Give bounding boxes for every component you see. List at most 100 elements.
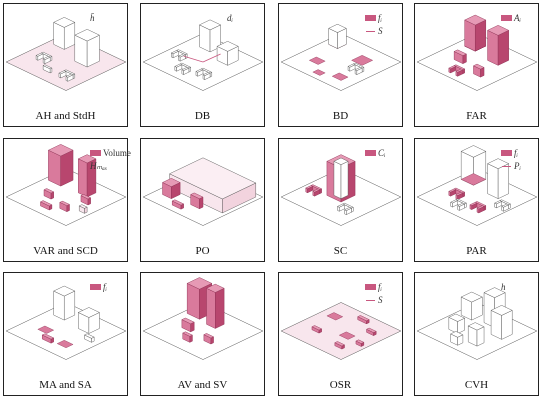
block-top — [39, 200, 53, 207]
building-block — [42, 64, 53, 74]
building-block — [357, 315, 370, 325]
legend-label: h — [501, 282, 506, 292]
block-top — [333, 157, 349, 165]
block-face — [48, 149, 61, 187]
building-block — [453, 49, 467, 65]
block-top — [457, 202, 466, 207]
legend-label: S — [378, 295, 383, 305]
block-face — [497, 163, 509, 200]
panel-diagram — [416, 287, 538, 360]
distance-line — [202, 53, 221, 63]
building-wall — [35, 52, 44, 61]
ground-plane — [416, 302, 538, 360]
tower — [186, 277, 213, 320]
block-top — [448, 313, 466, 322]
panel-diagram — [5, 17, 127, 91]
footprint — [37, 325, 55, 334]
block-top — [483, 287, 506, 298]
legend-label: fᵢ — [378, 13, 382, 23]
block-top — [343, 207, 353, 211]
tower — [487, 158, 510, 200]
footprint — [338, 331, 356, 340]
footprint — [331, 72, 349, 81]
panel-caption: CVH — [464, 379, 489, 391]
block-top — [186, 277, 213, 290]
block-face — [475, 19, 487, 52]
ground-plane — [280, 168, 402, 226]
block-top — [65, 73, 74, 78]
tower — [328, 23, 347, 49]
block-top — [460, 291, 483, 303]
block-top — [365, 327, 377, 333]
ground-plane — [5, 168, 127, 226]
legend-line — [366, 300, 375, 301]
floor-stack — [487, 25, 510, 66]
legend-label: fᵢ — [514, 148, 518, 158]
block-top — [453, 49, 467, 56]
block-top — [202, 72, 211, 76]
panel-caption: SC — [333, 245, 348, 257]
building-block — [355, 339, 365, 347]
ground-plane — [142, 33, 264, 91]
tower — [216, 41, 239, 66]
building-block — [311, 325, 323, 334]
panel-diagram — [142, 157, 264, 226]
block-top — [203, 333, 215, 339]
block-top — [347, 63, 356, 68]
block-top — [455, 68, 464, 73]
block-face — [206, 287, 216, 329]
block-top — [476, 205, 485, 210]
building-block — [39, 200, 53, 211]
block-top — [205, 283, 225, 293]
block-top — [43, 188, 55, 194]
block-top — [80, 194, 92, 200]
block-face — [186, 283, 200, 320]
tower — [460, 291, 483, 321]
legend-label: fᵢ — [378, 282, 382, 292]
block-face — [464, 19, 476, 52]
tower — [53, 285, 76, 321]
block-top — [450, 331, 464, 338]
panel-diagram — [142, 277, 264, 360]
block-face — [199, 196, 204, 210]
legend-swatch — [90, 284, 101, 290]
ground-plane — [5, 302, 127, 360]
legend-swatch — [365, 284, 376, 290]
block-top — [328, 23, 347, 33]
block-top — [487, 25, 510, 36]
block-top — [216, 41, 239, 52]
block-top — [78, 204, 88, 209]
footprint — [351, 55, 374, 66]
legend-swatch — [90, 150, 101, 156]
building-block — [41, 333, 55, 344]
legend-swatch — [365, 15, 376, 21]
building-wall — [501, 203, 510, 212]
panel-caption: PO — [195, 245, 210, 257]
building-wall — [347, 63, 356, 72]
block-top — [312, 188, 321, 193]
block-top — [53, 285, 76, 297]
block-top — [174, 63, 183, 68]
footprint — [308, 56, 326, 65]
block-top — [448, 65, 457, 70]
block-top — [448, 188, 457, 193]
building-block — [83, 333, 95, 343]
legend-line — [366, 31, 375, 32]
block-top — [464, 14, 487, 26]
building-block — [448, 313, 466, 334]
block-top — [181, 317, 195, 325]
block-face — [78, 158, 88, 198]
building-block — [203, 333, 215, 345]
panel-diagram — [280, 302, 402, 360]
footprint — [312, 69, 326, 76]
building-wall — [42, 56, 51, 65]
block-top — [59, 200, 71, 206]
block-top — [181, 66, 190, 71]
block-top — [83, 333, 95, 339]
